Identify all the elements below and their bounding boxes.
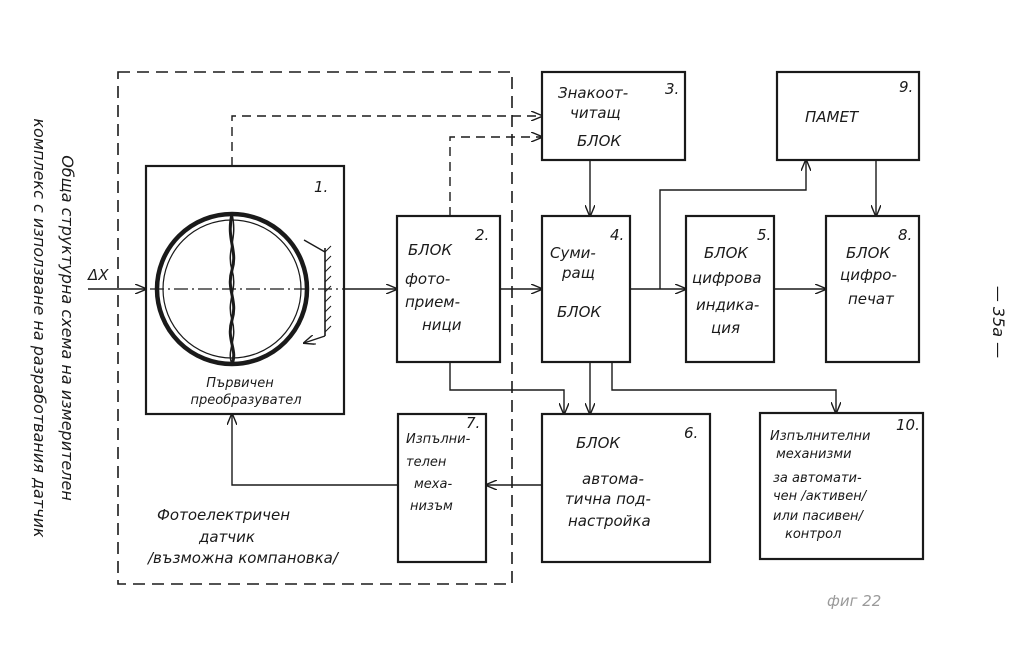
svg-text:10.: 10. (896, 416, 920, 434)
block-1-label-1: Първичен (206, 376, 274, 391)
svg-text:чен /активен/: чен /активен/ (773, 489, 868, 504)
svg-text:/възможна компановка/: /възможна компановка/ (146, 549, 340, 567)
svg-text:БЛОК: БЛОК (557, 303, 602, 321)
page-number: — 35а — (989, 286, 1008, 358)
title-line-2: комплекс с използване на разработвания д… (30, 118, 49, 538)
svg-text:3.: 3. (665, 80, 679, 98)
svg-text:4.: 4. (610, 226, 624, 244)
block-5-digital-display: 5. БЛОК цифрова индика- ция (684, 214, 776, 364)
svg-text:БЛОК: БЛОК (577, 132, 622, 150)
svg-text:ращ: ращ (561, 264, 595, 282)
block-7-actuator: 7. Изпълни- телен меха- низъм (396, 412, 488, 564)
sensor-group-caption: Фотоелектричен датчик /възможна компанов… (146, 506, 340, 567)
svg-text:Изпълни-: Изпълни- (406, 432, 471, 447)
svg-text:прием-: прием- (405, 293, 460, 311)
svg-text:Знакоот-: Знакоот- (558, 84, 628, 102)
svg-text:индика-: индика- (696, 296, 759, 314)
block-8-digital-print: 8. БЛОК цифро- печат (824, 214, 921, 364)
svg-text:печат: печат (848, 290, 895, 308)
svg-text:ници: ници (422, 316, 462, 334)
block-2-photoreceivers: 2. БЛОК фото- прием- ници (395, 214, 502, 364)
svg-text:читащ: читащ (570, 104, 621, 122)
block-9-memory: 9. ПАМЕТ (775, 70, 921, 162)
figure-label: фиг 22 (827, 592, 881, 610)
svg-text:контрол: контрол (785, 527, 841, 542)
svg-text:7.: 7. (466, 414, 480, 432)
svg-text:2.: 2. (475, 226, 489, 244)
input-signal: ΔX (87, 266, 146, 289)
input-label: ΔX (87, 266, 109, 284)
svg-text:настройка: настройка (568, 512, 651, 530)
block-3-mark-reading: 3. Знакоот- читащ БЛОК (540, 70, 687, 162)
block-1-number: 1. (314, 178, 328, 196)
svg-text:ция: ция (711, 319, 740, 337)
svg-text:цифрова: цифрова (692, 269, 762, 287)
svg-text:БЛОК: БЛОК (408, 241, 453, 259)
connections (232, 116, 876, 485)
svg-text:— 35а —: — 35а — (989, 286, 1008, 358)
svg-text:ПАМЕТ: ПАМЕТ (805, 108, 860, 126)
svg-text:9.: 9. (899, 78, 913, 96)
svg-text:меха-: меха- (414, 477, 452, 492)
block-1-label-2: преобразувател (190, 393, 301, 408)
svg-text:БЛОК: БЛОК (576, 434, 621, 452)
svg-text:цифро-: цифро- (840, 266, 897, 284)
block-4-summing: 4. Суми- ращ БЛОК (540, 214, 632, 364)
block-10-actuating-mechanisms: 10. Изпълнителни механизми за автомати- … (758, 411, 925, 561)
block-6-auto-tuning: 6. БЛОК автома- тична под- настройка (540, 412, 712, 564)
svg-text:автома-: автома- (582, 470, 644, 488)
svg-text:6.: 6. (684, 424, 698, 442)
svg-text:механизми: механизми (776, 447, 852, 462)
svg-text:5.: 5. (757, 226, 771, 244)
diagram-title: Обща структурна схема на измерителен ком… (30, 118, 77, 538)
svg-text:низъм: низъм (410, 499, 453, 514)
block-1-primary-converter: 1. Първичен преобразувател (144, 164, 346, 416)
title-line-1: Обща структурна схема на измерителен (58, 155, 77, 501)
svg-text:датчик: датчик (198, 528, 255, 546)
svg-text:БЛОК: БЛОК (846, 244, 891, 262)
svg-text:Изпълнителни: Изпълнителни (770, 429, 870, 444)
svg-text:за автомати-: за автомати- (773, 471, 862, 486)
svg-text:Суми-: Суми- (550, 244, 596, 262)
svg-text:фото-: фото- (405, 270, 450, 288)
svg-text:БЛОК: БЛОК (704, 244, 749, 262)
svg-text:или пасивен/: или пасивен/ (773, 509, 865, 524)
svg-text:Фотоелектричен: Фотоелектричен (157, 506, 290, 524)
svg-text:8.: 8. (898, 226, 912, 244)
svg-text:телен: телен (406, 455, 447, 470)
sensor-group-outline (117, 71, 513, 585)
svg-text:тична под-: тична под- (565, 490, 651, 508)
